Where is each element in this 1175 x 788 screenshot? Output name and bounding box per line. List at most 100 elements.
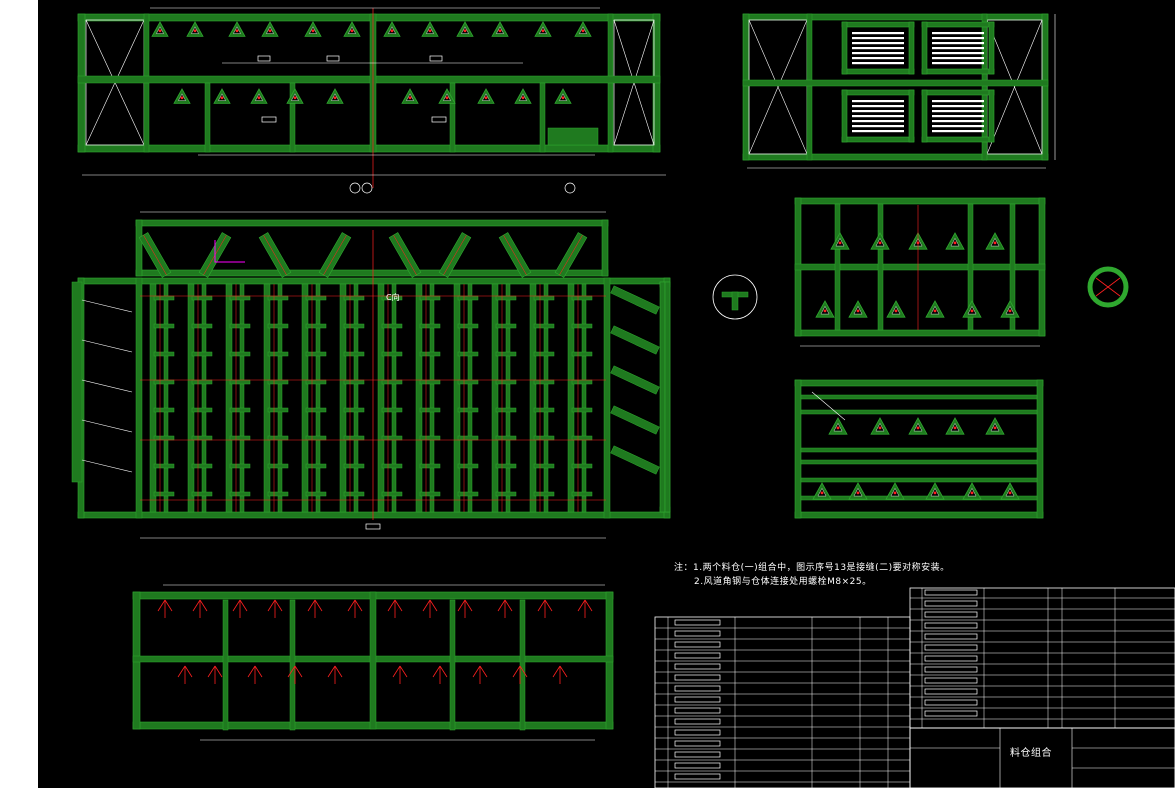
grille-slat — [932, 125, 984, 128]
cross-member — [533, 407, 555, 413]
table-cell-text — [674, 630, 721, 637]
hopper-outlet — [186, 21, 204, 37]
hopper-center — [823, 309, 827, 313]
frame-rail — [841, 89, 915, 96]
right-inlet-chute — [610, 285, 660, 315]
hopper-outlet — [812, 482, 832, 500]
grille-slat — [932, 62, 984, 65]
arrow-head — [287, 665, 296, 678]
frame-rail — [742, 153, 1049, 161]
grille-slat — [932, 42, 984, 45]
cross-member — [343, 491, 365, 497]
hopper-outlet — [985, 232, 1005, 250]
inclined-brace — [81, 379, 133, 393]
title-block-outline — [909, 727, 1175, 788]
inclined-brace — [81, 459, 133, 473]
frame-rail — [742, 13, 750, 161]
hopper-center — [390, 29, 394, 33]
hopper-outlet — [213, 88, 231, 104]
grille-slat — [932, 120, 984, 123]
hopper-outlet — [401, 88, 419, 104]
cross-member — [305, 295, 327, 301]
title-block-drawing-title: 料仓组合 — [1010, 748, 1052, 759]
hopper-outlet — [925, 300, 945, 318]
frame-rail — [921, 21, 928, 75]
table-cell-text — [674, 641, 721, 648]
cross-member — [229, 323, 251, 329]
chute-center — [263, 234, 287, 276]
hopper-center — [836, 426, 840, 430]
hopper-outlet — [343, 21, 361, 37]
right-inlet-chute — [610, 325, 660, 355]
hopper-center — [878, 241, 882, 245]
frame-member — [239, 283, 245, 513]
arrow-head — [294, 665, 303, 678]
arrow-head — [157, 599, 166, 612]
horizontal-rail — [800, 409, 1038, 415]
hopper-center — [820, 491, 824, 495]
balloon-callout — [349, 182, 361, 194]
cross-member — [267, 323, 289, 329]
grille-slat — [932, 32, 984, 35]
detail-circles — [712, 266, 1129, 320]
cross-member — [267, 491, 289, 497]
cross-member — [419, 491, 441, 497]
frame-rail — [841, 68, 915, 75]
table-cell-text — [924, 589, 978, 596]
cross-member — [153, 491, 175, 497]
hopper-outlet — [286, 88, 304, 104]
frame-member — [467, 283, 473, 513]
arrow-head — [394, 599, 403, 612]
cross-member — [153, 463, 175, 469]
hopper-center — [856, 309, 860, 313]
horizontal-rail — [800, 447, 1038, 453]
hopper-center — [193, 29, 197, 33]
cross-member — [571, 295, 593, 301]
arrow-head — [239, 599, 248, 612]
main-plan-view — [71, 182, 671, 539]
hopper-outlet — [985, 417, 1005, 435]
dimension-label — [257, 55, 271, 62]
hopper-center — [257, 96, 261, 100]
cross-member — [571, 435, 593, 441]
grille-slat — [932, 37, 984, 40]
chute-center — [143, 234, 167, 276]
grille-slat — [932, 115, 984, 118]
frame-member — [301, 283, 309, 513]
arrow-head — [544, 599, 553, 612]
hopper-outlet — [1000, 482, 1020, 500]
grille-slat — [932, 52, 984, 55]
hopper-outlet — [848, 300, 868, 318]
column — [204, 82, 211, 153]
cross-member — [457, 463, 479, 469]
frame-rail — [921, 68, 995, 75]
arrow-head — [457, 599, 466, 612]
cross-member — [495, 463, 517, 469]
cross-member — [419, 379, 441, 385]
column — [222, 599, 229, 731]
hopper-outlet — [830, 232, 850, 250]
frame-rail — [908, 21, 915, 75]
screen-grille — [841, 89, 915, 143]
frame-rail — [664, 281, 671, 513]
hopper-center — [953, 241, 957, 245]
arrow-head — [439, 665, 448, 678]
cross-member — [419, 407, 441, 413]
left-duct — [71, 281, 83, 483]
table-cell-text — [924, 710, 978, 717]
hopper-center — [541, 29, 545, 33]
frame-member — [567, 283, 575, 513]
frame-member — [163, 283, 169, 513]
arrow-head — [559, 665, 568, 678]
cross-member — [419, 295, 441, 301]
arrow-head — [247, 665, 256, 678]
grille-slat — [932, 100, 984, 103]
frame-rail — [794, 329, 1046, 337]
cross-member — [229, 407, 251, 413]
hopper-outlet — [173, 88, 191, 104]
cross-member — [191, 351, 213, 357]
cross-member — [381, 491, 403, 497]
frame-rail — [921, 21, 995, 28]
cross-member — [571, 323, 593, 329]
cross-member — [457, 295, 479, 301]
